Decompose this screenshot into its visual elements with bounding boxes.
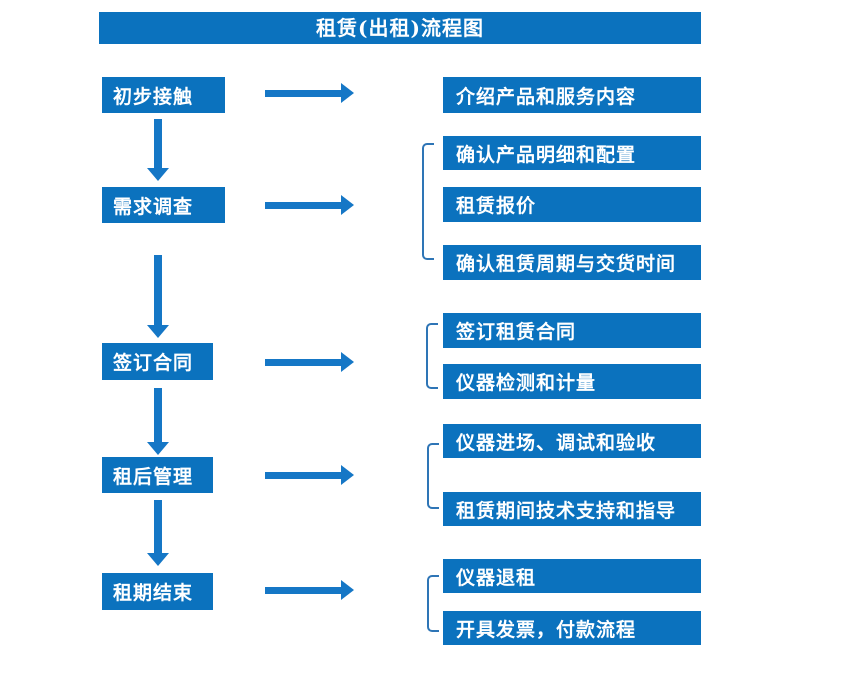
down-arrow-icon — [147, 119, 169, 181]
page-title: 租赁(出租)流程图 — [316, 16, 484, 40]
step-label: 租期结束 — [113, 582, 194, 604]
step-label: 初步接触 — [113, 85, 194, 108]
right-arrow-icon — [265, 352, 354, 372]
arrow-stem — [265, 359, 342, 366]
title-bar: 租赁(出租)流程图 — [99, 12, 701, 44]
detail-label: 开具发票，付款流程 — [456, 618, 637, 641]
detail-box-technical-support: 租赁期间技术支持和指导 — [443, 492, 701, 526]
arrow-stem — [265, 90, 342, 97]
arrow-head — [341, 83, 354, 103]
detail-box-instrument-return: 仪器退租 — [443, 559, 701, 593]
arrow-head — [147, 442, 169, 455]
detail-box-confirm-period-delivery: 确认租赁周期与交货时间 — [443, 245, 701, 280]
arrow-head — [341, 195, 354, 215]
detail-label: 仪器退租 — [456, 566, 537, 589]
bracket-icon — [427, 575, 439, 632]
arrow-stem — [265, 202, 342, 209]
detail-box-introduce-products: 介绍产品和服务内容 — [443, 77, 701, 113]
detail-box-instrument-setup-acceptance: 仪器进场、调试和验收 — [443, 424, 701, 458]
detail-box-rental-quote: 租赁报价 — [443, 187, 701, 222]
detail-label: 确认租赁周期与交货时间 — [456, 253, 677, 275]
bracket-icon — [422, 143, 434, 260]
arrow-head — [147, 553, 169, 566]
arrow-stem — [265, 587, 342, 594]
detail-label: 确认产品明细和配置 — [456, 143, 637, 166]
step-box-post-rental-management: 租后管理 — [102, 457, 213, 493]
arrow-stem — [154, 255, 162, 326]
arrow-stem — [154, 388, 162, 443]
arrow-head — [147, 168, 169, 181]
right-arrow-icon — [265, 580, 354, 600]
detail-label: 仪器进场、调试和验收 — [456, 431, 657, 454]
step-box-sign-contract: 签订合同 — [102, 343, 213, 380]
step-box-demand-survey: 需求调查 — [102, 187, 225, 223]
bracket-icon — [427, 443, 439, 509]
arrow-stem — [154, 119, 162, 169]
right-arrow-icon — [265, 83, 354, 103]
arrow-stem — [265, 472, 342, 479]
detail-label: 仪器检测和计量 — [456, 372, 597, 394]
down-arrow-icon — [147, 388, 169, 455]
right-arrow-icon — [265, 465, 354, 485]
step-label: 需求调查 — [113, 195, 194, 218]
step-label: 租后管理 — [113, 465, 194, 488]
step-label: 签订合同 — [113, 352, 194, 374]
arrow-stem — [154, 500, 162, 554]
arrow-head — [341, 352, 354, 372]
arrow-head — [147, 325, 169, 338]
arrow-head — [341, 580, 354, 600]
right-arrow-icon — [265, 195, 354, 215]
step-box-initial-contact: 初步接触 — [102, 77, 225, 113]
step-box-lease-end: 租期结束 — [102, 573, 213, 610]
bracket-icon — [426, 323, 438, 389]
detail-box-sign-rental-contract: 签订租赁合同 — [443, 313, 701, 348]
detail-label: 介绍产品和服务内容 — [456, 85, 637, 108]
detail-label: 租赁期间技术支持和指导 — [456, 499, 677, 522]
detail-label: 租赁报价 — [456, 195, 537, 217]
arrow-head — [341, 465, 354, 485]
down-arrow-icon — [147, 255, 169, 338]
detail-box-instrument-inspection: 仪器检测和计量 — [443, 364, 701, 399]
detail-label: 签订租赁合同 — [456, 321, 577, 343]
down-arrow-icon — [147, 500, 169, 566]
detail-box-invoice-payment: 开具发票，付款流程 — [443, 611, 701, 645]
detail-box-confirm-product-config: 确认产品明细和配置 — [443, 136, 701, 170]
